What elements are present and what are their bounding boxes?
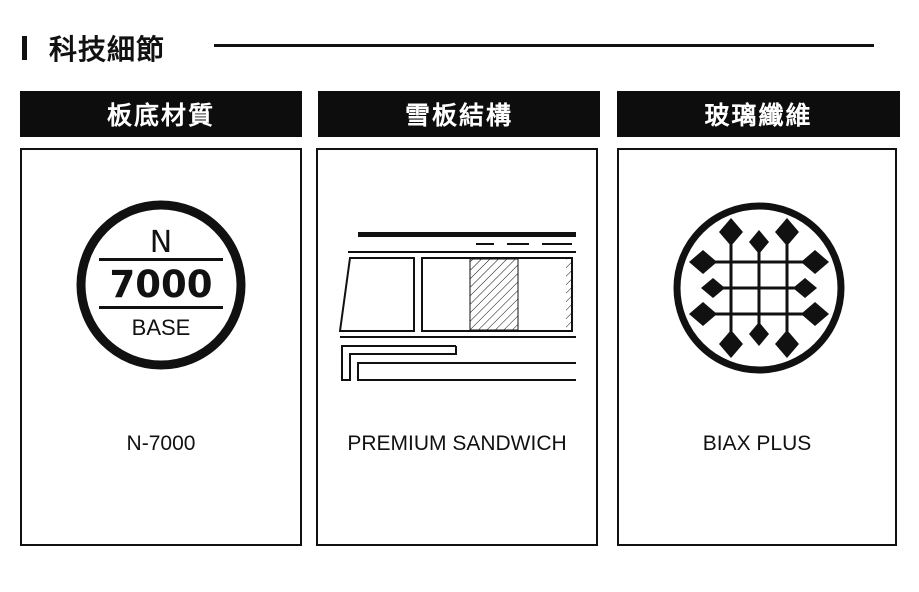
badge-letter: N <box>150 225 172 260</box>
category-header-base: 板底材質 <box>20 91 302 137</box>
category-header-construction: 雪板結構 <box>318 91 600 137</box>
section-heading: 科技細節 <box>22 28 165 68</box>
card-construction: PREMIUM SANDWICH <box>316 148 598 546</box>
badge-word: BASE <box>132 315 191 340</box>
card-fiberglass: BIAX PLUS <box>617 148 897 546</box>
biax-fiberglass-icon <box>673 202 845 374</box>
card-base: N 7000 BASE N-7000 <box>20 148 302 546</box>
section-title: 科技細節 <box>49 33 166 66</box>
card-label-fiberglass: BIAX PLUS <box>702 432 812 455</box>
badge-number: 7000 <box>110 263 213 306</box>
sandwich-construction-icon <box>338 232 576 381</box>
heading-bar <box>22 36 27 60</box>
card-label-construction: PREMIUM SANDWICH <box>347 432 567 455</box>
category-header-fiberglass: 玻璃纖維 <box>617 91 900 137</box>
card-label-base: N-7000 <box>126 432 196 455</box>
heading-rule <box>214 44 874 47</box>
n7000-base-badge-icon: N 7000 BASE <box>76 200 246 370</box>
